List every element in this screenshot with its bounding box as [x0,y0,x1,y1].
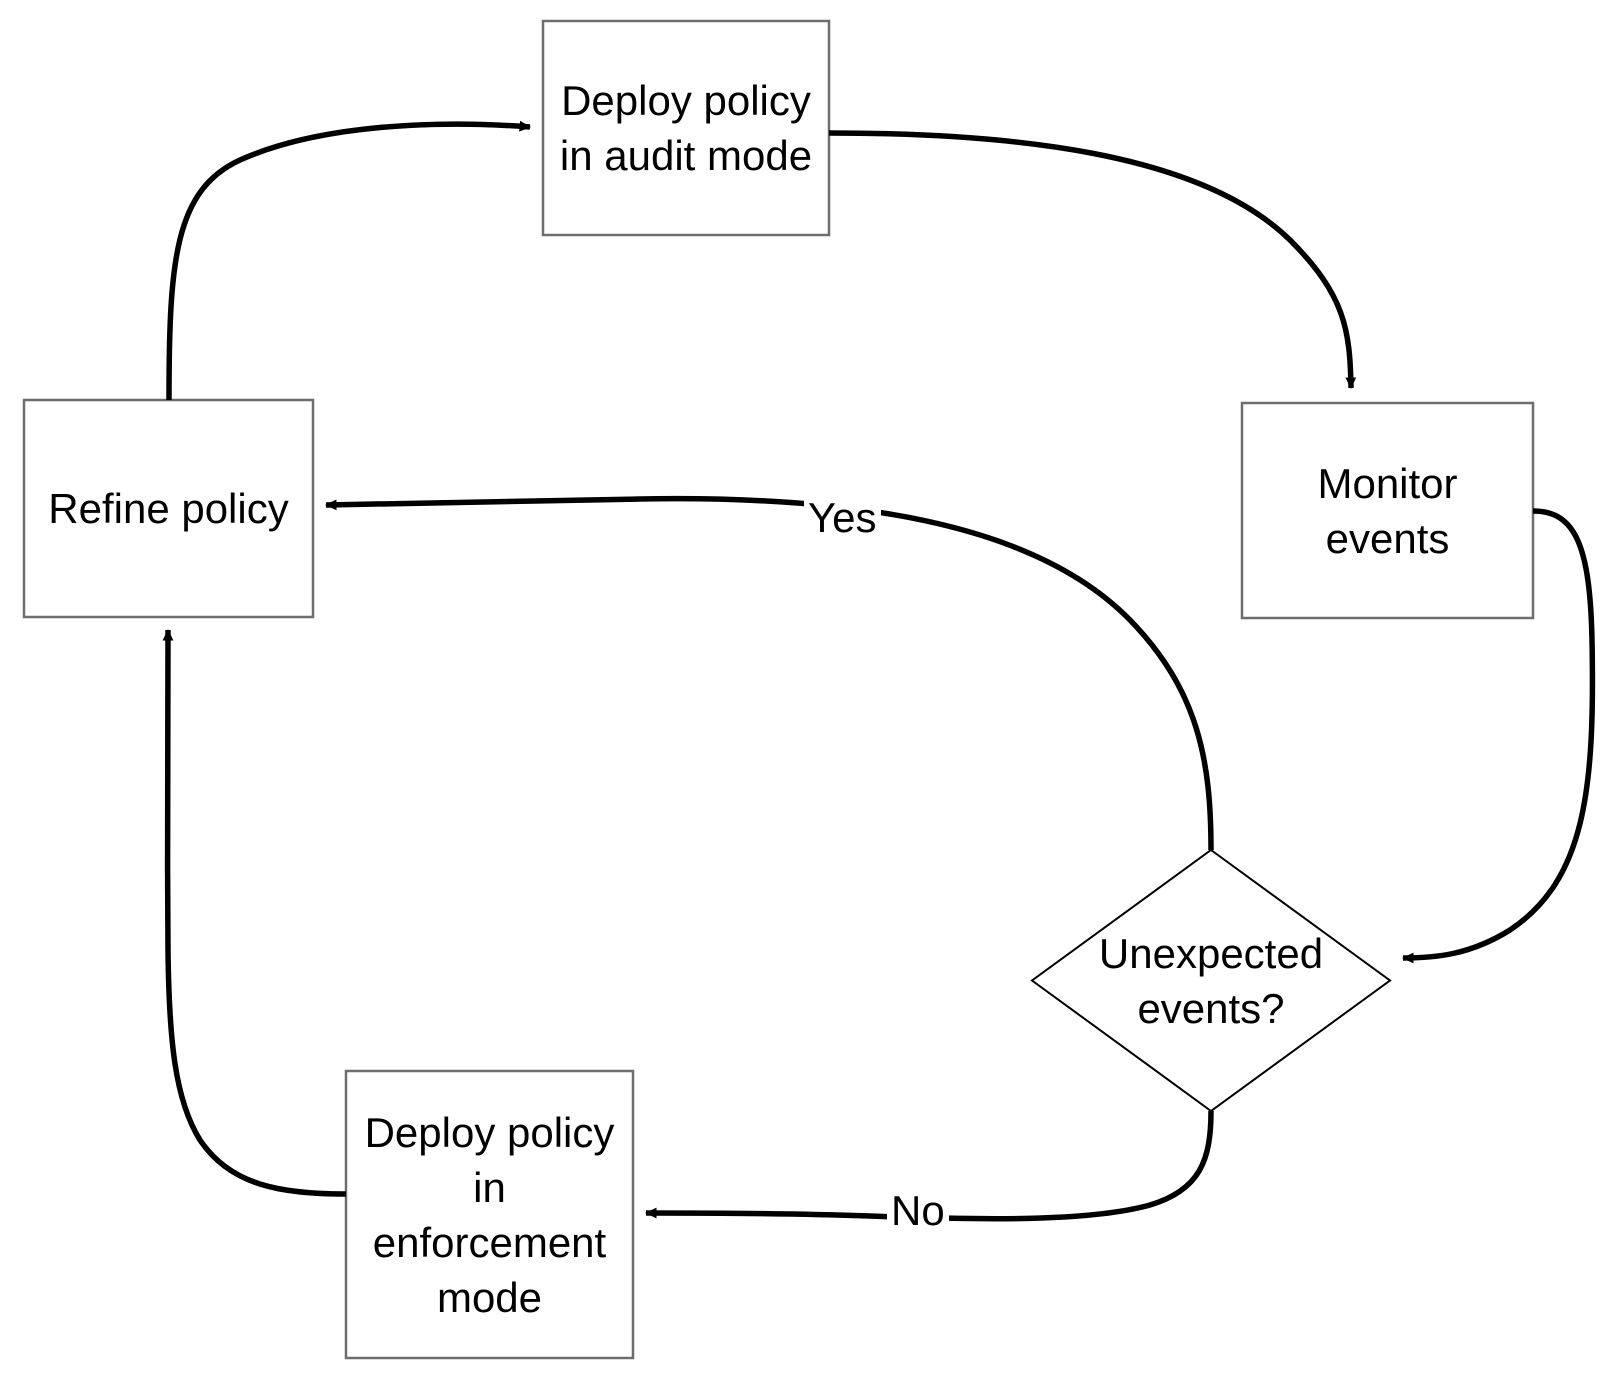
node-shape-rectangle [1240,401,1535,620]
node-shape-rectangle [541,19,831,237]
edge-label-no: No [887,1188,949,1234]
node-unexpected-events[interactable] [1030,848,1392,1113]
node-deploy-audit[interactable] [541,19,831,237]
node-shape-rectangle [344,1069,635,1360]
edge-label-yes: Yes [804,495,881,541]
node-monitor-events[interactable] [1240,401,1535,620]
edge-audit-to-monitor[interactable] [828,130,1357,389]
node-deploy-enforcement[interactable] [344,1069,635,1360]
edge-decision-yes-to-refine[interactable] [325,495,1214,851]
edge-enforcement-to-refine[interactable] [162,629,347,1197]
edge-monitor-to-decision[interactable] [1402,508,1596,964]
edge-decision-no-to-enforcement[interactable] [645,1110,1214,1222]
node-shape-rectangle [22,398,315,619]
edge-refine-to-audit[interactable] [166,120,531,401]
node-refine-policy[interactable] [22,398,315,619]
node-shape-diamond [1030,848,1392,1113]
